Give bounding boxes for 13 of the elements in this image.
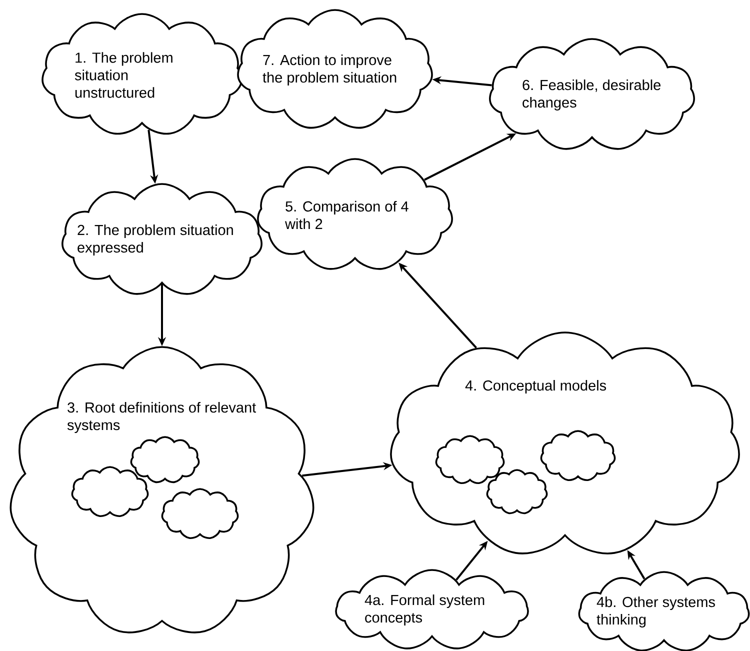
cloud-node: 5. Comparison of 4 with 2 xyxy=(257,158,453,270)
small-cloud xyxy=(435,435,505,484)
small-cloud xyxy=(130,436,200,484)
small-cloud xyxy=(71,466,149,517)
cloud-node: 7. Action to improve the problem situation xyxy=(237,9,433,129)
small-cloud xyxy=(486,469,548,514)
cloud-node: 6. Feasible, desirable changes xyxy=(489,38,695,150)
cloud-node: 4a. Formal system concepts xyxy=(335,569,529,650)
cloud-node: 4b. Other systems thinking xyxy=(578,571,750,651)
small-cloud xyxy=(161,488,239,539)
small-cloud xyxy=(540,430,616,481)
cloud-node: 1. The problem situation unstructured xyxy=(42,13,242,135)
cloud-node: 2. The problem situation expressed xyxy=(62,183,262,295)
